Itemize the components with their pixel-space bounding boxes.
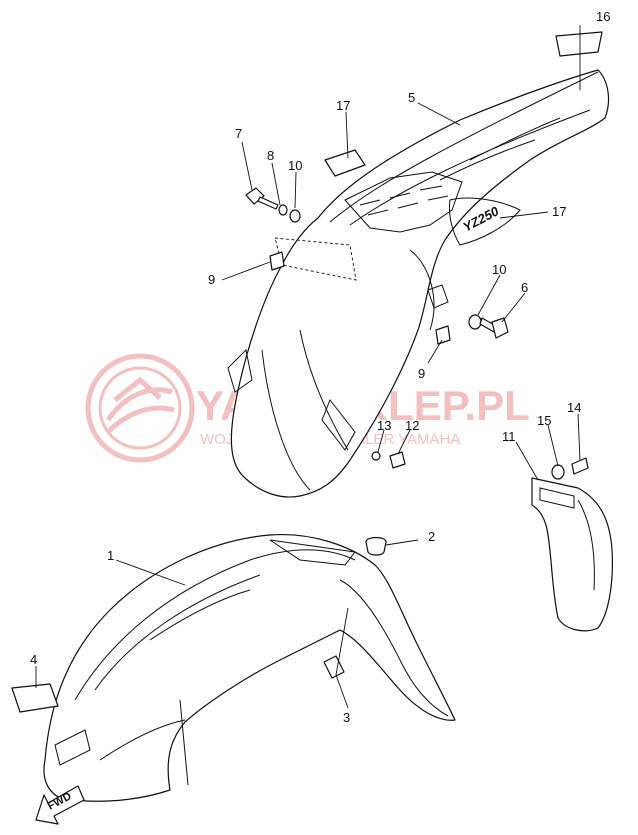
watermark-logo — [85, 353, 195, 463]
nut-9-lower — [435, 325, 451, 345]
callout-labels: 1 2 3 4 5 6 7 8 9 9 10 10 11 12 13 14 15… — [30, 9, 610, 725]
bolt-7 — [245, 187, 279, 210]
rear-fender: YZ250 — [227, 69, 610, 498]
bolt-12 — [389, 451, 406, 469]
bolt-6 — [479, 317, 509, 339]
callout-13: 13 — [377, 418, 391, 433]
screw-14 — [571, 457, 589, 475]
callout-10-upper: 10 — [288, 158, 302, 173]
decal-16 — [555, 31, 603, 57]
callout-4: 4 — [30, 652, 37, 667]
callout-9-lower: 9 — [418, 366, 425, 381]
callout-12: 12 — [405, 418, 419, 433]
callout-8: 8 — [267, 148, 274, 163]
front-fender — [43, 533, 456, 802]
callout-10-lower: 10 — [492, 262, 506, 277]
callout-9-upper: 9 — [208, 272, 215, 287]
callout-3: 3 — [343, 710, 350, 725]
decal-4 — [11, 683, 59, 713]
washer-8 — [278, 204, 288, 216]
callout-2: 2 — [428, 529, 435, 544]
washer-13 — [371, 451, 381, 461]
decal-17-upper — [324, 149, 366, 177]
collar-10-lower — [468, 314, 482, 330]
callout-17-upper: 17 — [336, 98, 350, 113]
leader-lines — [35, 25, 581, 709]
rear-flap — [531, 477, 613, 632]
fwd-arrow-icon — [35, 785, 85, 825]
callout-15: 15 — [537, 413, 551, 428]
collar-10-upper — [289, 209, 301, 223]
mounting-guide — [274, 237, 357, 281]
callout-11: 11 — [502, 429, 516, 444]
callout-6: 6 — [521, 280, 528, 295]
nut-9-upper — [269, 251, 285, 271]
callout-14: 14 — [567, 400, 581, 415]
callout-1: 1 — [107, 548, 114, 563]
washer-15 — [551, 464, 565, 480]
callout-16: 16 — [596, 9, 610, 24]
bolt-3 — [323, 655, 345, 679]
callout-5: 5 — [408, 90, 415, 105]
callout-7: 7 — [235, 126, 242, 141]
callout-17-lower: 17 — [552, 204, 566, 219]
grommet-2 — [365, 536, 387, 556]
